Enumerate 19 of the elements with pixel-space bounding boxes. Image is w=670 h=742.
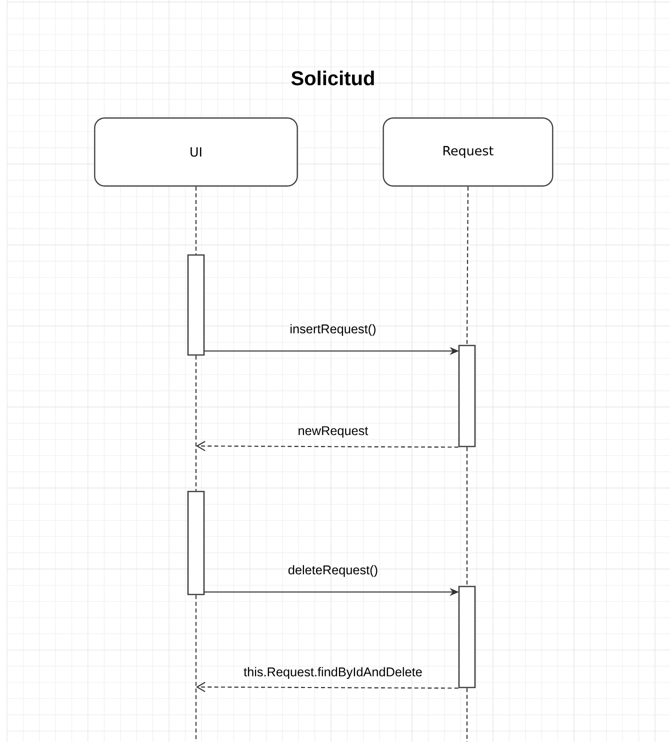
edge-label: insertRequest() [290, 324, 376, 336]
return-arrow [196, 440, 458, 452]
lifeline [466, 447, 468, 586]
return-arrow [196, 682, 458, 692]
lifeline-box: UI [94, 117, 298, 187]
lifeline [195, 595, 197, 742]
lifeline [195, 186, 197, 254]
title: Solicitud [291, 70, 374, 86]
activation-bar [187, 254, 205, 356]
activation-bar [458, 586, 476, 688]
edge-label: this.Request.findByIdAndDelete [244, 667, 422, 679]
activation-bar [187, 490, 205, 596]
lifeline-box: Request [382, 117, 554, 187]
lifeline [466, 186, 469, 345]
activation-bar [458, 344, 476, 448]
edge-label: newRequest [298, 426, 368, 438]
lifeline [466, 688, 468, 742]
edge-label: deleteRequest() [288, 565, 378, 577]
lifeline [195, 356, 197, 491]
